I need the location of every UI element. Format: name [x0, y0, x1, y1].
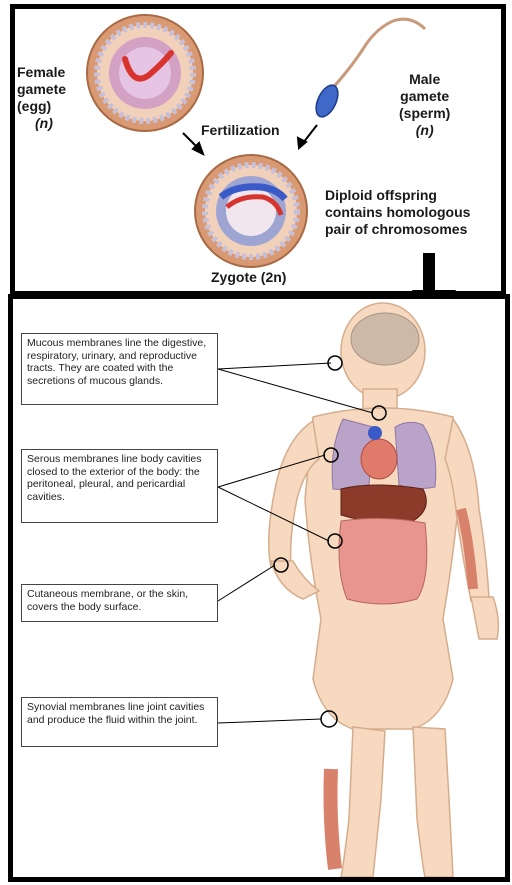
liver: [341, 485, 426, 522]
zygote-label: Zygote (2n): [211, 269, 286, 286]
fertilization-illustration: [15, 9, 501, 291]
heart: [361, 439, 397, 479]
mucous-membrane-callout: Mucous membranes line the digestive, res…: [21, 333, 218, 405]
down-arrow: [423, 253, 435, 291]
body-membranes-panel: Mucous membranes line the digestive, res…: [8, 294, 510, 882]
male-gamete-label: Male gamete (sperm) (n): [399, 71, 450, 139]
fertilization-label: Fertilization: [201, 122, 280, 139]
cutaneous-membrane-callout: Cutaneous membrane, or the skin, covers …: [21, 584, 218, 622]
leg-muscle: [331, 769, 336, 869]
synovial-membrane-callout: Synovial membranes line joint cavities a…: [21, 697, 218, 747]
female-gamete-label: Female gamete (egg) (n): [17, 64, 66, 132]
intestines: [339, 518, 427, 604]
serous-membrane-callout: Serous membranes line body cavities clos…: [21, 449, 218, 523]
trachea-vessel: [368, 426, 382, 440]
diploid-offspring-label: Diploid offspring contains homologous pa…: [325, 187, 470, 238]
fertilization-panel: Female gamete (egg) (n) Male gamete (spe…: [10, 4, 506, 296]
zygote-cell: [195, 155, 307, 267]
egg-cell: [87, 15, 203, 131]
brain: [351, 313, 419, 365]
